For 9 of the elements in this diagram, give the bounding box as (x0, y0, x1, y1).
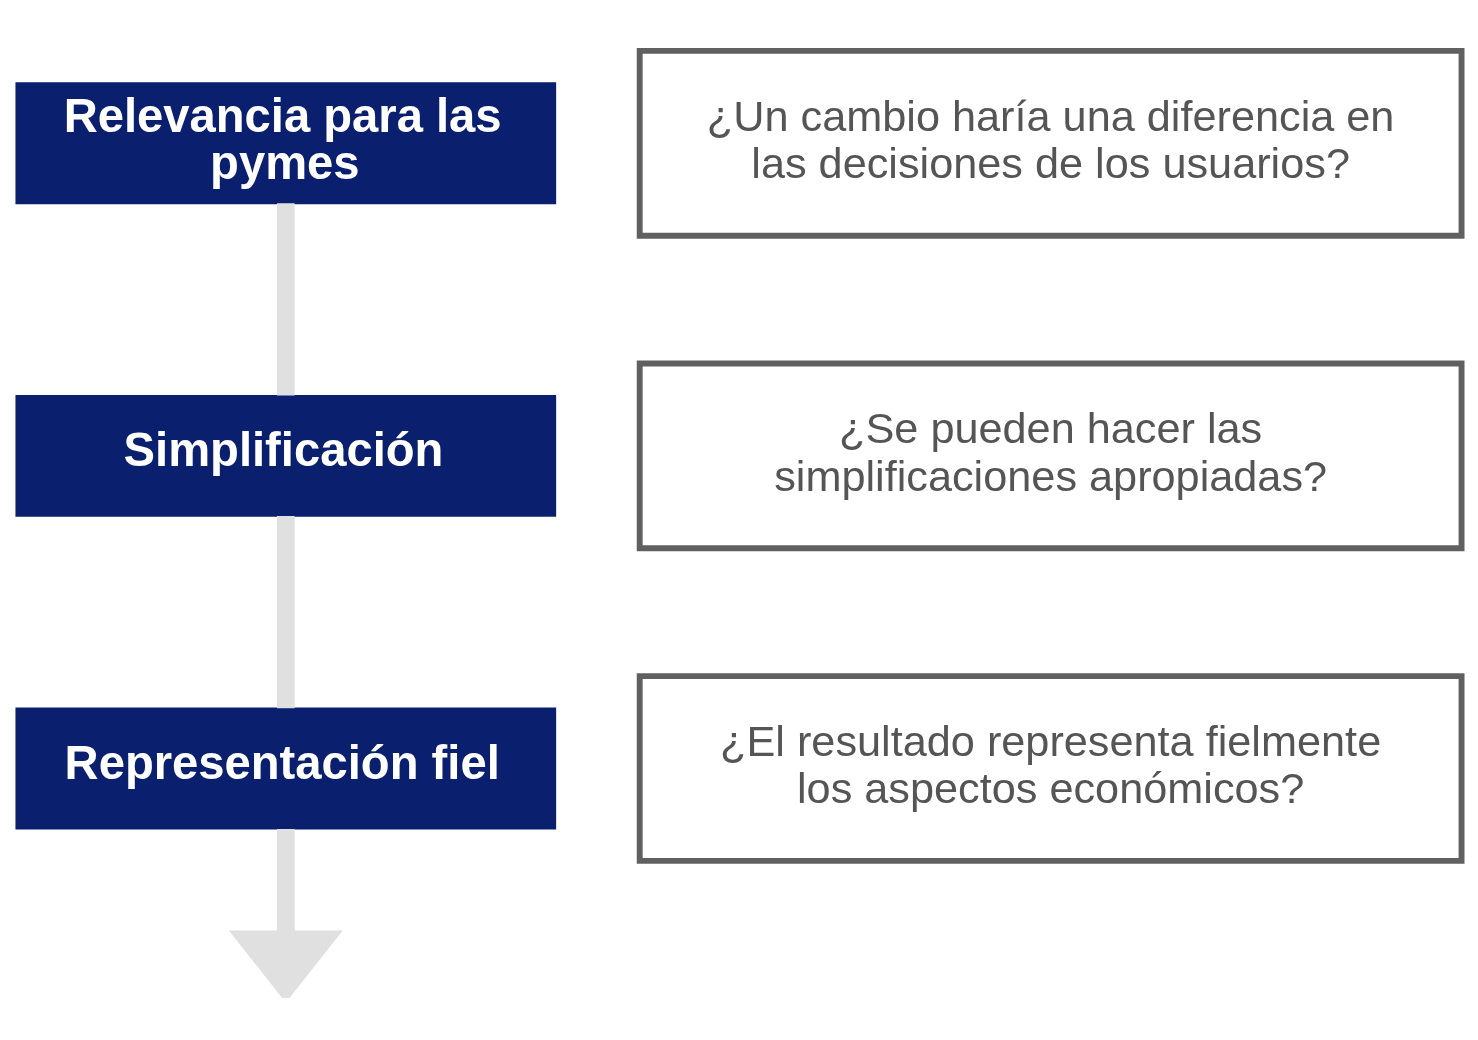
node-box: ¿Un cambio haría una diferencia en las decisiones de los usuarios? (636, 47, 1465, 239)
connector (276, 515, 295, 708)
node-box: Simplificación (15, 394, 557, 517)
node-box: ¿El resultado representa fielmente los aspectos económicos? (636, 672, 1465, 864)
node-box: Relevancia para las pymes (15, 81, 557, 204)
arrow (228, 828, 343, 998)
connector (276, 202, 295, 396)
node-box: Representación fiel (15, 707, 557, 829)
node-box: ¿Se pueden hacer las simplificaciones apropiadas? (636, 360, 1465, 551)
